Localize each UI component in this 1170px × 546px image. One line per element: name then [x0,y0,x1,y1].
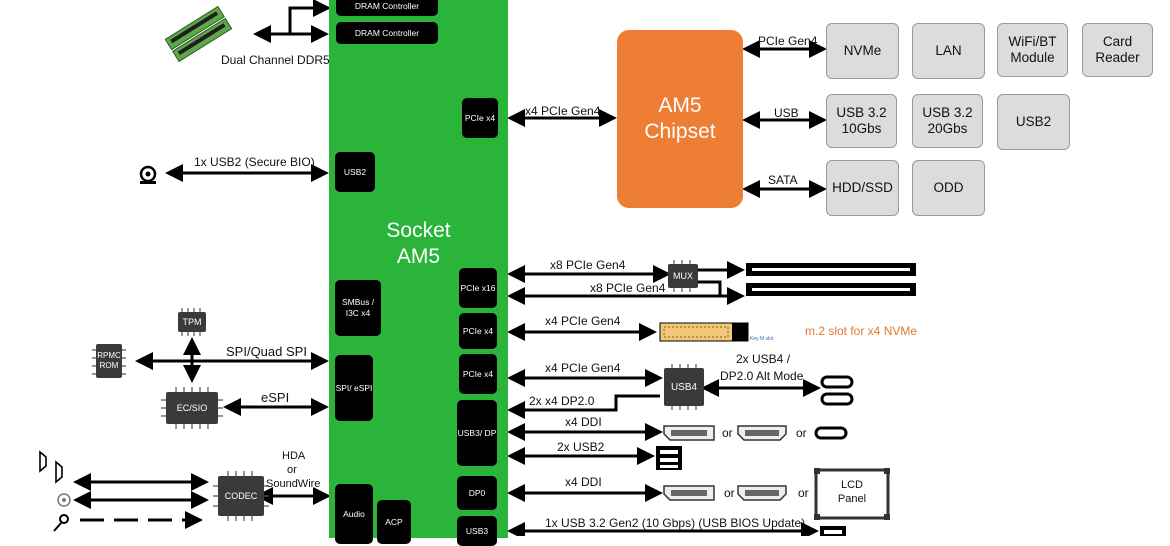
lcd-line1: LCD [840,479,863,491]
or-label-1: or [722,426,733,440]
tpm-chip: TPM [178,312,206,332]
ddi-label-2: x4 DDI [565,475,602,489]
wifi-bt-box: WiFi/BT Module [997,23,1068,77]
smbus-block: SMBus / I3C x4 [335,280,381,336]
usb-c-icon-2 [820,392,854,406]
dram-link-1 [288,0,331,34]
lcd-panel-icon [814,468,890,520]
spi-quad-label: SPI/Quad SPI [226,344,307,359]
pcie-x4-chipset-block: PCIe x4 [462,98,498,138]
espi-label: eSPI [261,390,290,405]
am5-chipset: AM5 Chipset [617,30,743,208]
sata-link-label: SATA [768,173,798,187]
usb32-20-box: USB 3.2 20Gbs [912,94,983,148]
speaker-icon [39,450,63,484]
ec-sio-chip: EC/SIO [166,392,218,424]
socket-title: Socket AM5 [329,218,508,271]
microphone-icon [53,514,69,532]
odd-box: ODD [912,160,985,216]
pcie-x4-usb4-block: PCIe x4 [459,354,497,394]
chipset-pcie-label: x4 PCIe Gen4 [525,104,601,118]
mux-link-2 [698,280,722,296]
lan-box: LAN [912,23,985,79]
nvme-box: NVMe [826,23,899,79]
lcd-line2: Panel [837,493,867,506]
usb-a-port-icon-2 [820,526,846,536]
usb4-pcie-label: x4 PCIe Gen4 [545,361,621,375]
usb-c-icon-1 [820,375,854,389]
chipset-line2: Chipset [644,120,716,143]
usb3-dp-block: USB3/ DP [457,400,497,466]
or-label-3: or [724,486,735,500]
usb32-label: 1x USB 3.2 Gen2 (10 Gbps) (USB BIOS Upda… [545,516,806,530]
usb2x-label: 2x USB2 [557,440,605,454]
usb-c-icon-3 [814,426,848,440]
lcd-panel-label: LCD Panel [816,478,888,507]
displayport-icon-2 [663,485,715,501]
usb2-box: USB2 [997,94,1070,150]
ddi-label-1: x4 DDI [565,415,602,429]
rpmc-rom-chip: RPMC ROM [96,344,122,378]
pcie-slot-2 [746,283,916,296]
mux-chip: MUX [668,264,698,288]
dp20-link [507,394,660,419]
m2-slot-label: m.2 slot for x4 NVMe [805,324,918,338]
ddr-label: Dual Channel DDR5 [221,53,330,67]
nvme-pcie-label: PCIe Gen4 [758,34,818,48]
usb2-block: USB2 [335,152,375,192]
audio-jack-icon [57,493,71,507]
socket-title-line2: AM5 [396,245,441,269]
chipset-line1: AM5 [658,93,702,117]
pcie-x4-m2-block: PCIe x4 [459,313,497,349]
chip-pins [92,260,697,521]
usb3-block: USB3 [457,516,497,546]
acp-block: ACP [377,500,411,544]
pcie-x16-block: PCIe x16 [459,268,497,308]
ddr-modules [164,5,233,63]
webcam-icon [139,165,157,184]
usb4-chip: USB4 [664,368,704,406]
hda-or-label: or [287,464,297,476]
usb-a-port-icon [656,446,682,470]
dram-controller-1: DRAM Controller [336,0,438,16]
m2-slot-icon [659,322,749,342]
usb32-10-box: USB 3.2 10Gbs [826,94,897,148]
usb4-out-label-2: DP2.0 Alt Mode [720,369,804,383]
x8-pcie-label-2: x8 PCIe Gen4 [590,281,666,295]
displayport-icon-1 [663,425,715,441]
soundwire-label: SoundWire [266,478,321,490]
dram-controller-2: DRAM Controller [336,22,438,44]
pcie-slot-1 [746,263,916,276]
codec-chip: CODEC [218,476,264,516]
hdmi-icon-2 [737,485,787,501]
dp20-label: 2x x4 DP2.0 [529,394,595,408]
spi-block: SPI/ eSPI [335,355,373,421]
hda-label: HDA [282,450,306,462]
audio-block: Audio [335,484,373,544]
secure-bio-label: 1x USB2 (Secure BIO) [194,155,315,169]
dp0-block: DP0 [457,476,497,510]
m2-pcie-label: x4 PCIe Gen4 [545,314,621,328]
hdmi-icon-1 [737,425,787,441]
card-reader-box: Card Reader [1082,23,1153,77]
or-label-2: or [796,426,807,440]
hdd-ssd-box: HDD/SSD [826,160,899,216]
usb4-out-label-1: 2x USB4 / [736,352,791,366]
socket-title-line1: Socket [386,219,451,242]
m2-key-label: Key M slot [750,336,774,342]
usb-link-label: USB [774,106,799,120]
or-label-4: or [798,486,809,500]
x8-pcie-label-1: x8 PCIe Gen4 [550,258,626,272]
